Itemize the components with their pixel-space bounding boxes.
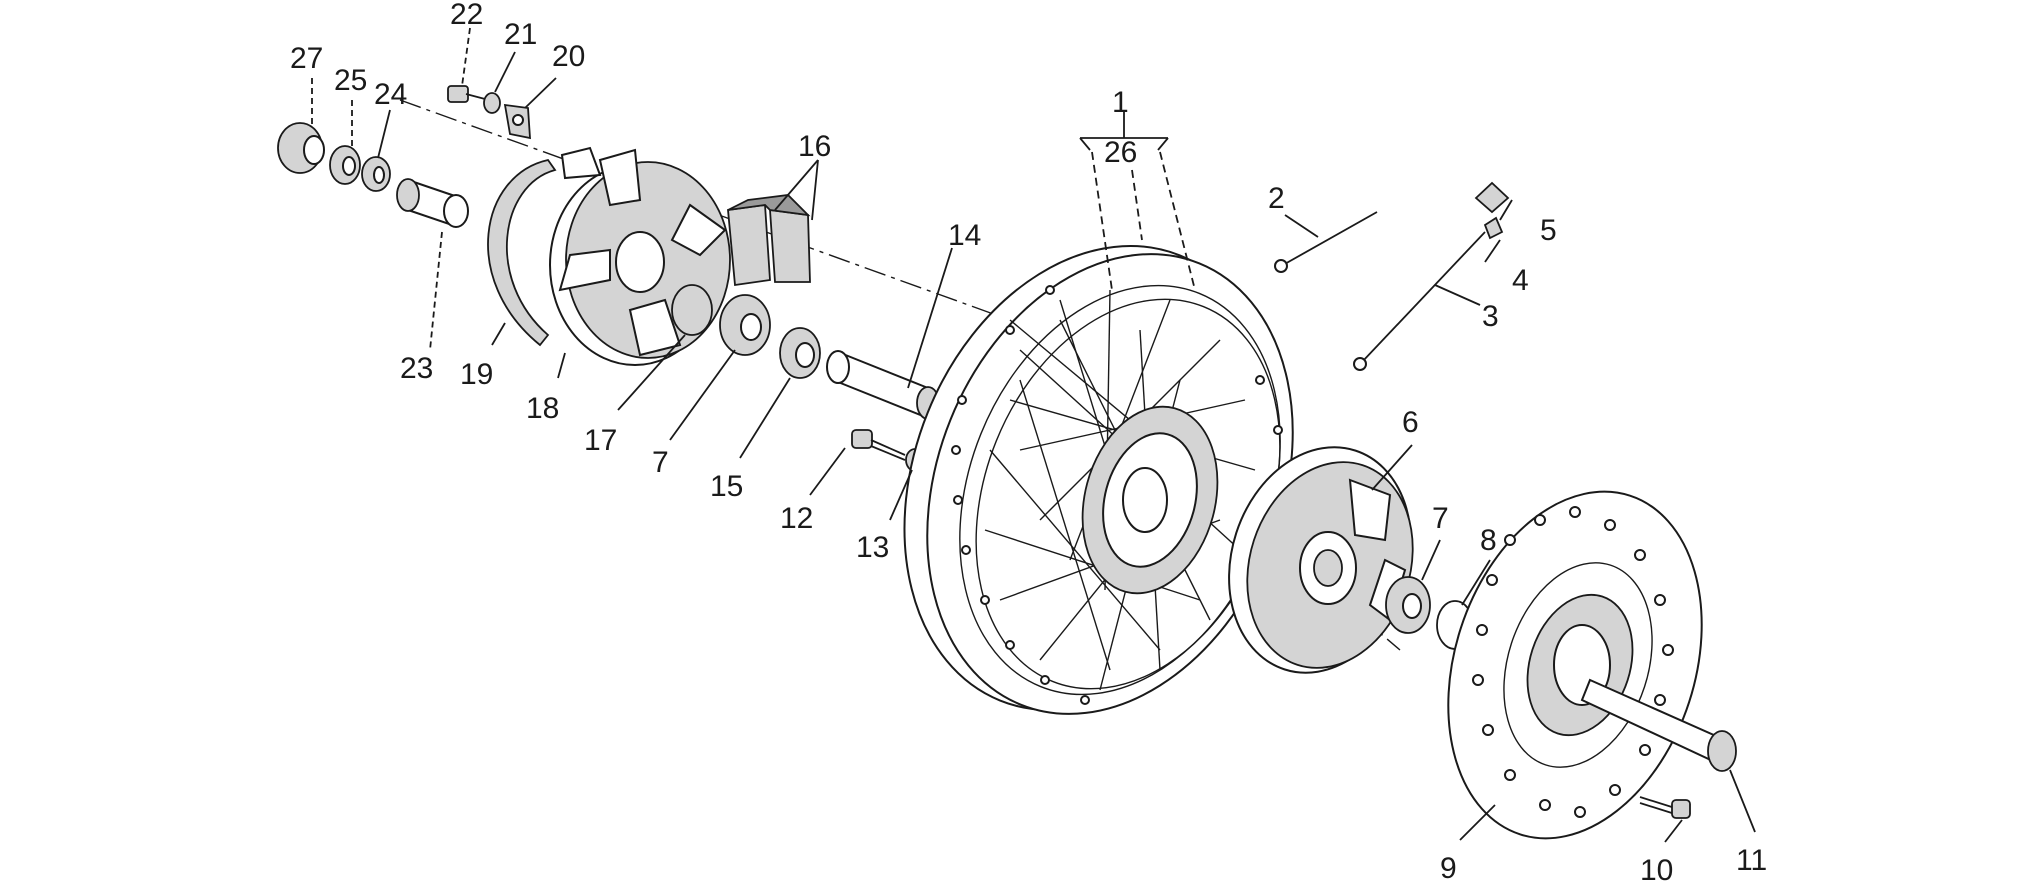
label-6: 6 [1402, 406, 1419, 439]
label-24: 24 [374, 78, 407, 111]
part-23-spacer [396, 178, 469, 228]
part-16-rubber-blocks [727, 194, 811, 287]
label-19: 19 [460, 358, 493, 391]
label-5: 5 [1540, 214, 1557, 247]
label-27: 27 [290, 42, 323, 75]
part-14-tube [826, 350, 940, 420]
label-1: 1 [1112, 86, 1129, 119]
part-2-spoke [1274, 211, 1378, 273]
label-8: 8 [1480, 524, 1497, 557]
label-14: 14 [948, 219, 981, 252]
label-10: 10 [1640, 854, 1673, 886]
part-9-brake-disc [1447, 490, 1703, 840]
label-9: 9 [1440, 852, 1457, 885]
part-10-screw [1639, 796, 1691, 819]
label-17: 17 [584, 424, 617, 457]
label-13: 13 [856, 531, 889, 564]
label-25: 25 [334, 64, 367, 97]
label-26: 26 [1104, 136, 1137, 169]
label-23: 23 [400, 352, 433, 385]
part-7-bearing-left [719, 294, 771, 356]
part-22-screw [447, 85, 486, 103]
part-19-seal-arc [487, 158, 557, 347]
part-12-bolt [851, 429, 906, 461]
part-6-carrier [1228, 446, 1414, 674]
part-3-spoke [1353, 231, 1486, 371]
part-18-damper-hub [549, 146, 731, 366]
part-24-washer [361, 156, 391, 192]
callout-labels: 1 2 3 4 5 6 7 7 8 9 10 11 12 13 14 15 16… [290, 0, 1767, 886]
label-21: 21 [504, 18, 537, 51]
part-20-bracket [503, 103, 531, 140]
label-7-left: 7 [652, 446, 669, 479]
label-18: 18 [526, 392, 559, 425]
part-15-spacer [779, 327, 821, 379]
label-20: 20 [552, 40, 585, 73]
part-21-washer [483, 92, 501, 114]
leader-lines [311, 27, 1756, 843]
label-12: 12 [780, 502, 813, 535]
part-11-axle [1580, 678, 1737, 772]
label-16: 16 [798, 130, 831, 163]
label-11: 11 [1736, 844, 1767, 877]
label-4: 4 [1512, 264, 1529, 297]
label-15: 15 [710, 470, 743, 503]
label-22: 22 [450, 0, 483, 31]
part-25-washer [329, 145, 361, 185]
part-27-cap [277, 122, 325, 174]
label-7-right: 7 [1432, 502, 1449, 535]
part-4-nipple [1483, 216, 1504, 240]
part-17-o-ring [671, 284, 713, 336]
label-3: 3 [1482, 300, 1499, 333]
part-7-bearing-right [1385, 576, 1431, 634]
label-2: 2 [1268, 182, 1285, 215]
part-5-nut [1474, 181, 1510, 214]
